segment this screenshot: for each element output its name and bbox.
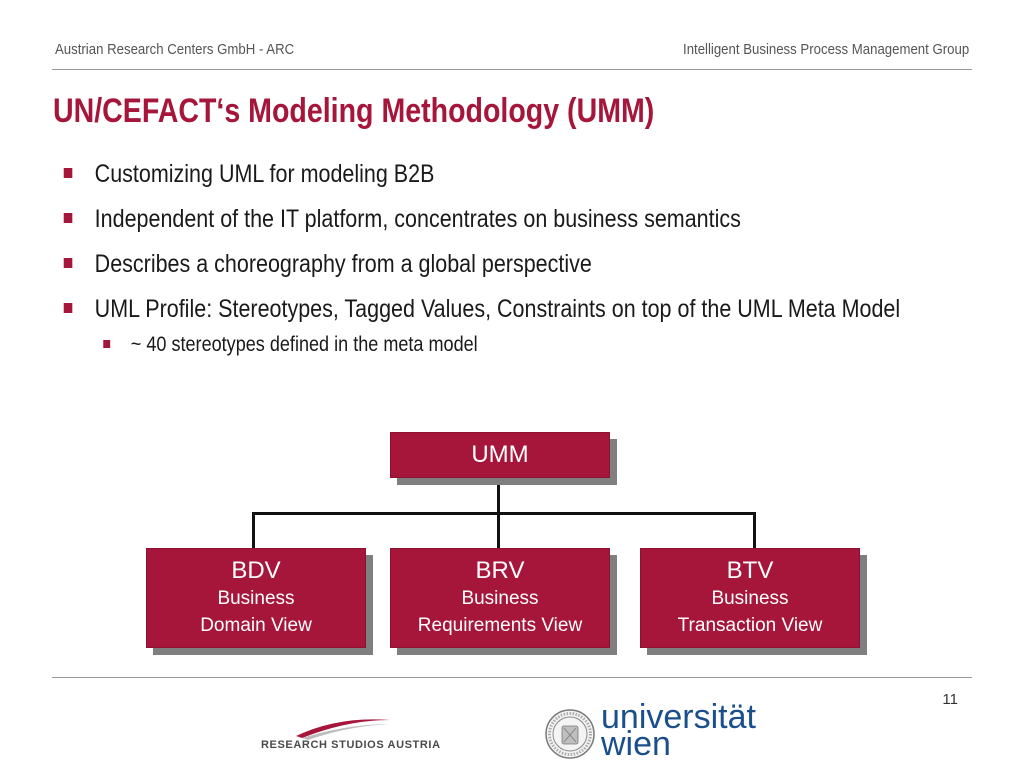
square-bullet-icon xyxy=(103,340,111,348)
sub-bullet-text: ~ 40 stereotypes defined in the meta mod… xyxy=(130,333,478,356)
bullet-text: Describes a choreography from a global p… xyxy=(94,250,592,278)
square-bullet-icon xyxy=(63,213,73,223)
btv-node: BTV Business Transaction View xyxy=(640,548,860,648)
node-description-line1: Business xyxy=(217,588,295,609)
bullet-text: Independent of the IT platform, concentr… xyxy=(94,205,741,233)
page-number: 11 xyxy=(942,691,958,708)
bullet-item: UML Profile: Stereotypes, Tagged Values,… xyxy=(62,291,955,328)
research-studios-austria-logo-icon xyxy=(296,719,390,740)
universitaet-wien-logo: universität wien xyxy=(601,698,756,763)
node-description-line2: Requirements View xyxy=(417,615,583,636)
connector-to-btv xyxy=(753,512,756,548)
node-description-line1: Business xyxy=(461,588,539,609)
logo-line-universitaet: universität xyxy=(601,698,756,736)
header-organization: Austrian Research Centers GmbH - ARC xyxy=(55,41,295,58)
square-bullet-icon xyxy=(63,168,73,178)
bullet-text: Customizing UML for modeling B2B xyxy=(94,160,435,188)
bullet-item: Customizing UML for modeling B2B xyxy=(62,156,989,193)
university-seal-icon xyxy=(545,709,595,759)
square-bullet-icon xyxy=(63,303,73,313)
node-description-line1: Business xyxy=(711,588,789,609)
square-bullet-icon xyxy=(63,258,73,268)
bullet-list: Customizing UML for modeling B2B Indepen… xyxy=(62,156,962,368)
umm-node: UMM xyxy=(390,432,610,478)
bdv-node: BDV Business Domain View xyxy=(146,548,366,648)
logo-line-wien: wien xyxy=(601,725,671,763)
research-studios-austria-logo-text: RESEARCH STUDIOS AUSTRIA xyxy=(261,739,441,751)
bullet-text: UML Profile: Stereotypes, Tagged Values,… xyxy=(94,295,901,323)
header-divider xyxy=(52,69,972,70)
brv-node: BRV Business Requirements View xyxy=(390,548,610,648)
connector-to-brv xyxy=(497,512,500,548)
bullet-item: Independent of the IT platform, concentr… xyxy=(62,201,989,238)
node-description-line2: Transaction View xyxy=(677,615,823,636)
node-description-line2: Domain View xyxy=(200,615,312,636)
umm-node-label: UMM xyxy=(471,441,529,468)
footer-divider xyxy=(52,677,972,678)
node-abbreviation: BRV xyxy=(475,557,525,584)
connector-to-bdv xyxy=(252,512,255,548)
header-group-name: Intelligent Business Process Management … xyxy=(682,41,969,58)
slide-title: UN/CEFACT‘s Modeling Methodology (UMM) xyxy=(53,92,655,130)
connector-horizontal xyxy=(252,512,756,515)
bullet-item: Describes a choreography from a global p… xyxy=(62,246,989,283)
sub-bullet-item: ~ 40 stereotypes defined in the meta mod… xyxy=(62,330,1024,360)
connector-root-stem xyxy=(497,476,500,514)
node-abbreviation: BDV xyxy=(231,557,281,584)
node-abbreviation: BTV xyxy=(726,557,774,584)
